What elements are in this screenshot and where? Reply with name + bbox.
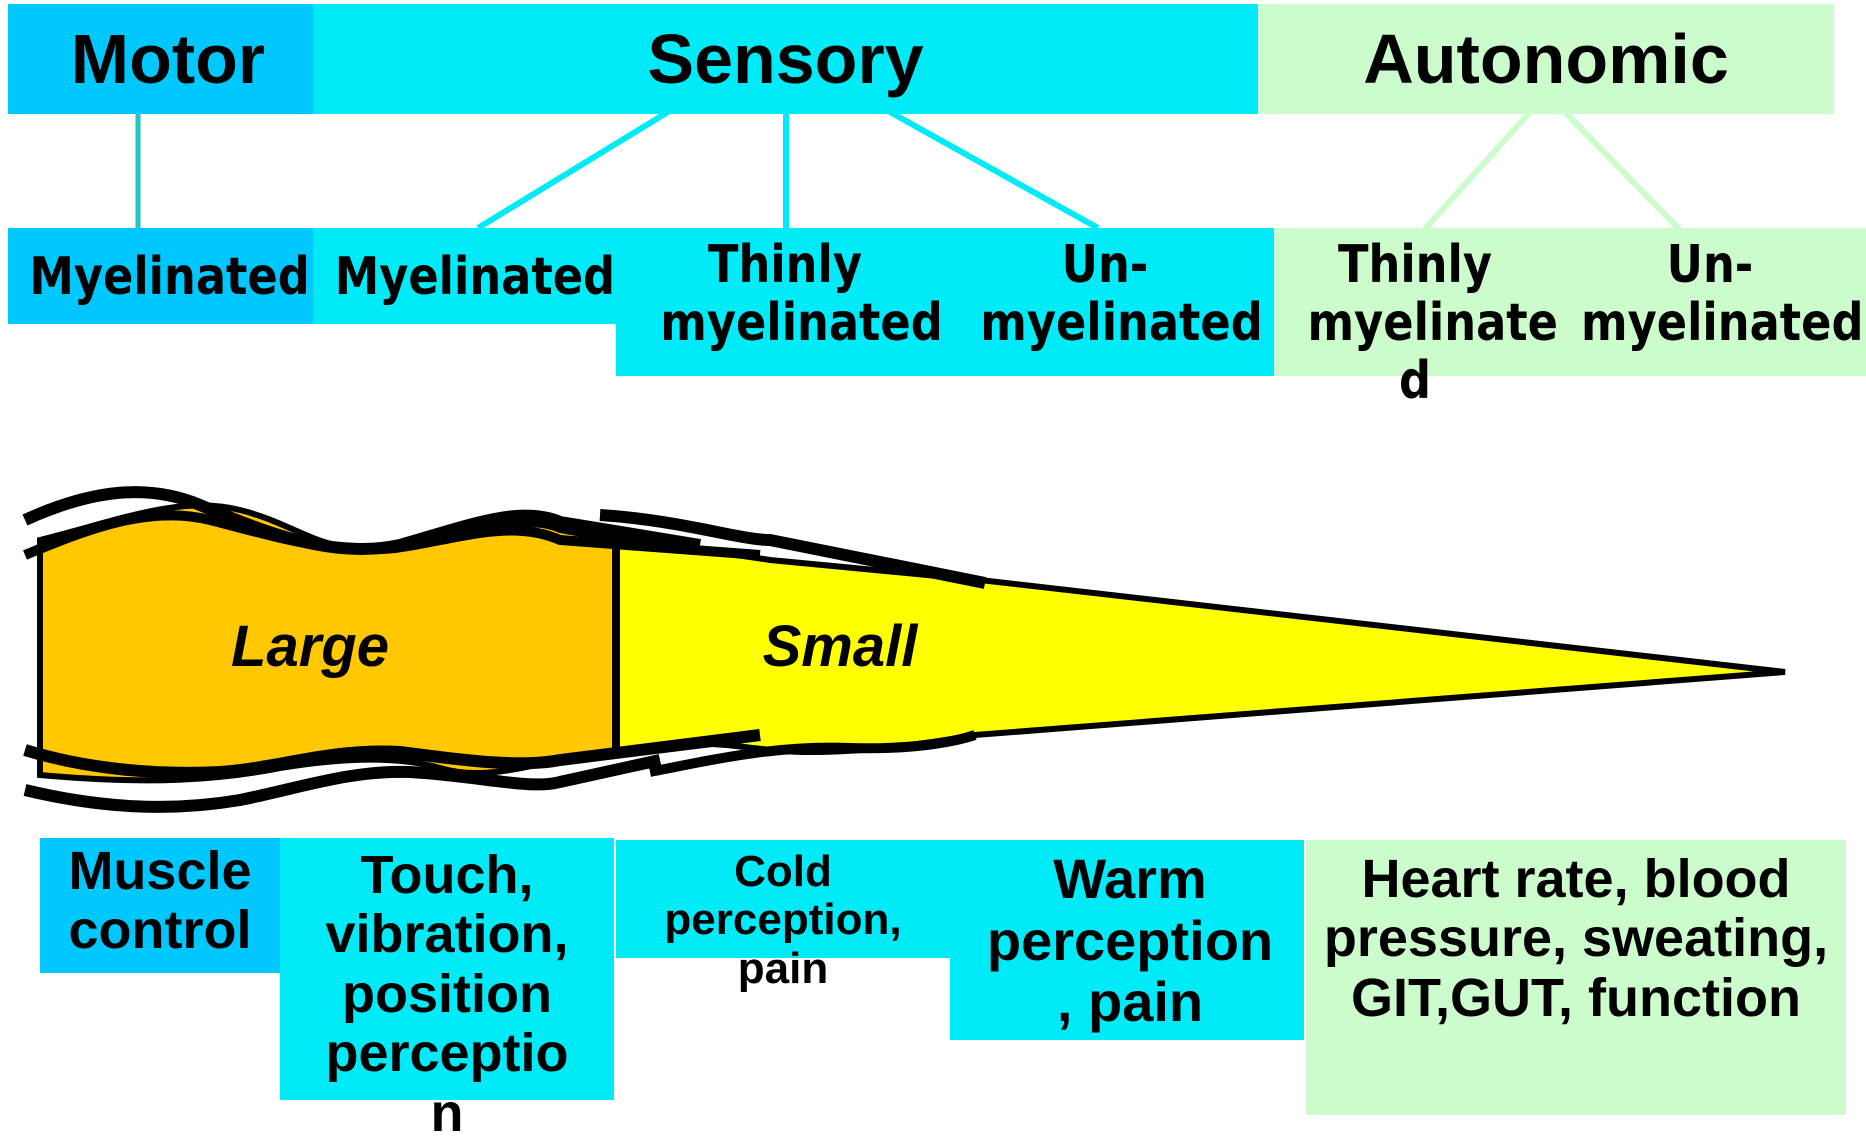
connector-autonomic-un — [1565, 112, 1680, 230]
connector-autonomic-thinly — [1424, 112, 1530, 230]
connector-sensory-myelinated — [478, 112, 668, 228]
motor-label: Motor — [8, 24, 328, 94]
autonomic-label: Autonomic — [1258, 24, 1834, 94]
motor-myelinated-label: Myelinated — [29, 248, 291, 306]
small-fiber-label: Small — [700, 618, 980, 676]
touch-label: Touch, vibration, position perceptio n — [292, 846, 602, 1143]
sensory-myelinated-label: Myelinated — [335, 248, 602, 306]
sensory-label: Sensory — [313, 24, 1258, 94]
sensory-thinly-label: Thinly myelinated — [660, 236, 909, 352]
autonomic-thinly-label: Thinly myelinate d — [1308, 236, 1523, 411]
muscle-control-label: Muscle control — [40, 842, 280, 961]
large-fiber-label: Large — [170, 618, 450, 676]
cold-label: Cold perception, pain — [616, 848, 950, 993]
warm-label: Warm perception , pain — [965, 848, 1295, 1033]
autonomic-un-label: Un- myelinated — [1581, 236, 1839, 352]
connector-sensory-un — [890, 112, 1098, 228]
sensory-un-label: Un- myelinated — [980, 236, 1229, 352]
autonomic-function-label: Heart rate, blood pressure, sweating, GI… — [1316, 850, 1836, 1028]
